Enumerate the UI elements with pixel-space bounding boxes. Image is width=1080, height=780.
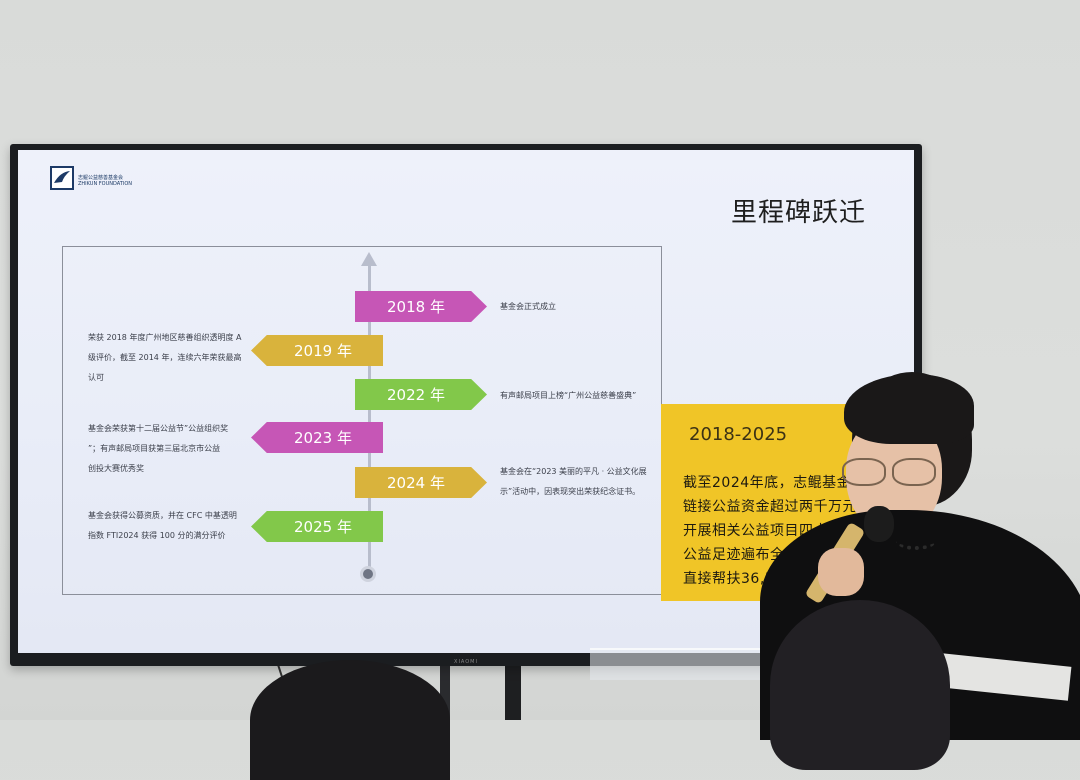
desc-2024: 基金会在“2023 美丽的平凡 · 公益文化展 示”活动中，因表现突出荣获纪念证…	[500, 462, 647, 502]
presenter-hand	[818, 548, 864, 596]
tv-stand-right	[505, 665, 521, 720]
year-tag-2024: 2024 年	[355, 467, 487, 498]
glasses-icon	[892, 458, 936, 486]
desc-2019: 荣获 2018 年度广州地区慈善组织透明度 A 级评价，截至 2014 年，连续…	[88, 328, 241, 388]
desc-2024-line: 基金会在“2023 美丽的平凡 · 公益文化展	[500, 467, 647, 476]
desc-2019-line: 级评价，截至 2014 年，连续六年荣获最高	[88, 353, 242, 362]
desc-2019-line: 荣获 2018 年度广州地区慈善组织透明度 A	[88, 333, 242, 342]
desc-2023-line: ”；有声邮局项目获第三届北京市公益	[88, 444, 221, 453]
year-tag-2018: 2018 年	[355, 291, 487, 322]
desc-2023: 基金会荣获第十二届公益节”公益组织奖 ”；有声邮局项目获第三届北京市公益 创投大…	[88, 419, 228, 479]
presentation-slide: 志鲲公益慈善基金会 ZHIKUN FOUNDATION 里程碑跃迁 2018 年…	[18, 150, 914, 653]
audience-head-left	[250, 660, 450, 780]
desc-2025-line: 指数 FTI2024 获得 100 分的满分评价	[88, 531, 226, 540]
axis-arrow	[361, 252, 377, 266]
summary-years: 2018-2025	[689, 424, 788, 445]
microphone-icon	[864, 506, 894, 542]
necklace	[896, 532, 936, 550]
glasses-icon	[842, 458, 886, 486]
desc-2025: 基金会获得公募资质，并在 CFC 中基透明 指数 FTI2024 获得 100 …	[88, 506, 237, 546]
logo-en: ZHIKUN FOUNDATION	[78, 181, 133, 187]
glass-lectern	[590, 648, 790, 680]
logo-mark	[50, 166, 74, 190]
desc-2023-line: 基金会荣获第十二届公益节”公益组织奖	[88, 424, 229, 433]
year-tag-2022: 2022 年	[355, 379, 487, 410]
summary-line: 链接公益资金超过两千万元，	[683, 499, 872, 515]
photo-scene: 志鲲公益慈善基金会 ZHIKUN FOUNDATION 里程碑跃迁 2018 年…	[10, 144, 1080, 780]
year-tag-2025: 2025 年	[251, 511, 383, 542]
summary-line: 截至2024年底，志鲲基金会	[683, 475, 866, 491]
desc-2024-line: 示”活动中，因表现突出荣获纪念证书。	[500, 487, 641, 496]
timeline-axis	[368, 262, 371, 574]
audience-head-right	[770, 600, 950, 770]
slide-title: 里程碑跃迁	[730, 198, 866, 228]
monitor-brand: XIAOMI	[454, 659, 478, 665]
desc-2018: 基金会正式成立	[500, 302, 556, 311]
desc-2019-line: 认可	[88, 373, 104, 382]
tv-stand-left	[440, 665, 450, 720]
desc-2025-line: 基金会获得公募资质，并在 CFC 中基透明	[88, 511, 237, 520]
presenter-bangs	[844, 374, 974, 444]
desc-2022: 有声邮局项目上榜“广州公益慈善盛典”	[500, 391, 637, 400]
desc-2023-line: 创投大赛优秀奖	[88, 464, 144, 473]
axis-end-dot	[360, 566, 376, 582]
logo-name: 志鲲公益慈善基金会	[78, 175, 124, 181]
year-tag-2019: 2019 年	[251, 335, 383, 366]
year-tag-2023: 2023 年	[251, 422, 383, 453]
